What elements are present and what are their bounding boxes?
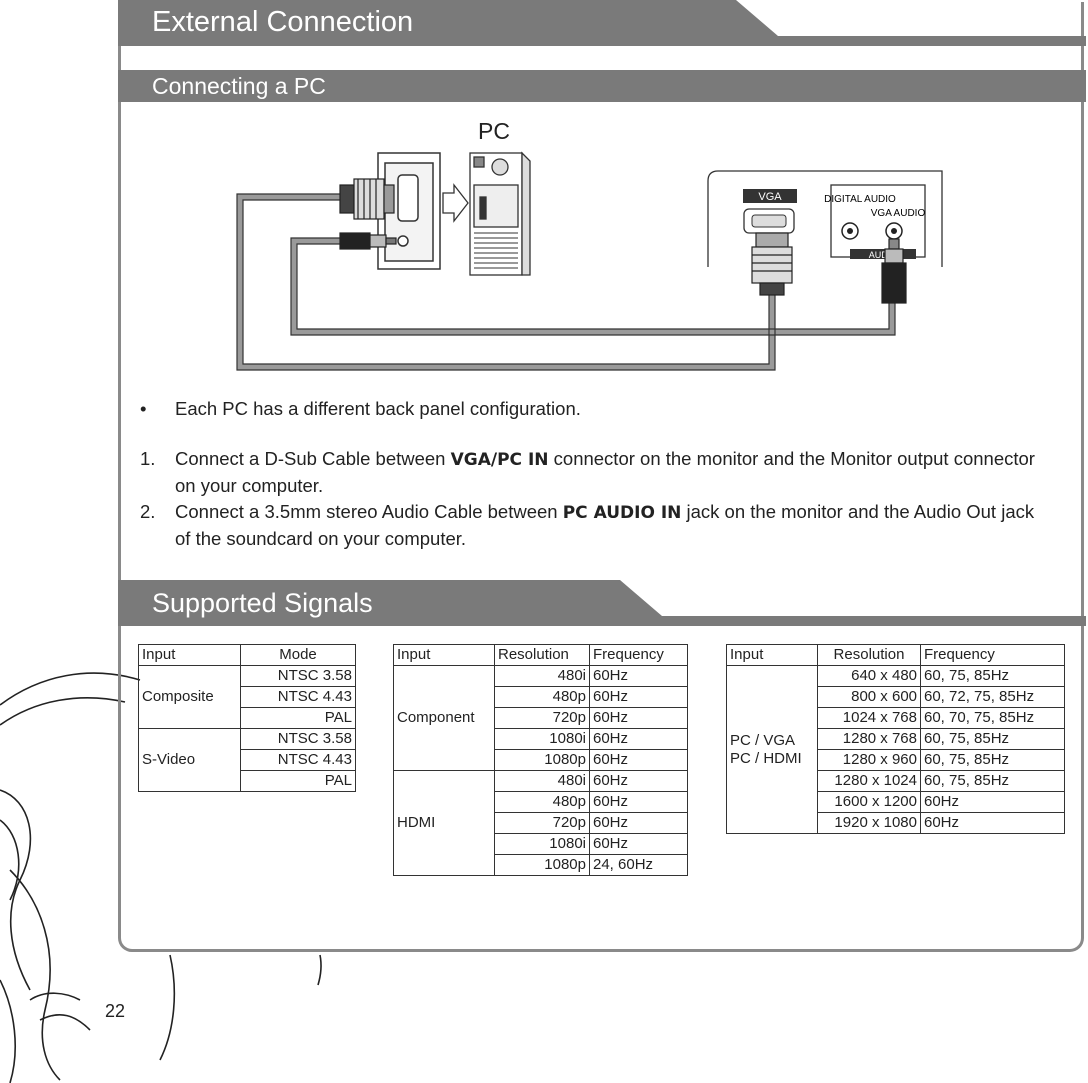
- decorative-flourish: [0, 672, 322, 1083]
- subsection-header: Connecting a PC: [118, 70, 1086, 102]
- step-1-emphasis: VGA/PC IN: [450, 450, 549, 470]
- pc-signal-table: Input Resolution Frequency PC / VGA PC /…: [726, 644, 1065, 834]
- bullet-text: Each PC has a different back panel confi…: [175, 398, 581, 419]
- table-row: NTSC 4.43: [139, 749, 356, 771]
- table-header-row: Input Resolution Frequency: [393, 644, 688, 666]
- monitor-vga-plug: [751, 232, 793, 296]
- component-hdmi-table: Input Resolution Frequency Component 480…: [393, 644, 688, 876]
- audio-plug: [339, 232, 397, 250]
- monitor-back-panel: [707, 170, 943, 267]
- pc-back-panel: [377, 152, 441, 270]
- page-number: 22: [105, 1001, 126, 1021]
- section-title: External Connection: [152, 6, 414, 38]
- signals-header-bar: [118, 580, 1086, 626]
- step-2: 2. Connect a 3.5mm stereo Audio Cable be…: [140, 501, 1035, 549]
- table-row: PC / VGA PC / HDMI 640 x 480 60, 75, 85H…: [726, 665, 1065, 834]
- signals-title: Supported Signals: [152, 588, 373, 618]
- subsection-title: Connecting a PC: [152, 73, 326, 99]
- table-row: S-Video NTSC 3.58: [138, 728, 356, 792]
- table-row: Component 480i 60Hz: [393, 665, 688, 771]
- page-frame: [118, 2, 1084, 952]
- arrow-icon: [442, 183, 469, 223]
- table-header-row: Input Resolution Frequency: [726, 644, 1065, 666]
- table-header-row: Input Mode: [138, 644, 356, 666]
- table-row: HDMI 480i 60Hz: [393, 770, 688, 876]
- bullet-note: • Each PC has a different back panel con…: [140, 396, 1050, 422]
- pc-tower: [469, 151, 531, 276]
- instructions: • Each PC has a different back panel con…: [140, 396, 1050, 552]
- step-1: 1. Connect a D-Sub Cable between VGA/PC …: [140, 448, 1035, 496]
- vga-cable: [237, 194, 775, 370]
- audio-strip-label: AUDIO: [869, 250, 898, 260]
- step-2-emphasis: PC AUDIO IN: [562, 503, 682, 523]
- audio-cable: [291, 238, 895, 335]
- pc-label: PC: [478, 118, 510, 144]
- monitor-audio-plug: [881, 238, 907, 304]
- section-header-bar: [118, 0, 1086, 46]
- video-signal-table: Input Mode Composite NTSC 3.58 NTSC 4.43…: [138, 644, 356, 792]
- section-header: External Connection: [118, 0, 1086, 46]
- vga-port-label: VGA: [758, 191, 782, 203]
- vga-plug: [339, 178, 395, 220]
- connection-diagram: VGA DIGITAL AUDIO VGA AUDIO AUDIO: [236, 151, 943, 371]
- table-row: Composite NTSC 3.58: [138, 665, 356, 729]
- digital-audio-label: DIGITAL AUDIO: [824, 194, 896, 205]
- table-row: PAL: [139, 770, 356, 792]
- vga-audio-label: VGA AUDIO: [871, 208, 926, 219]
- signals-header: Supported Signals: [118, 580, 1086, 626]
